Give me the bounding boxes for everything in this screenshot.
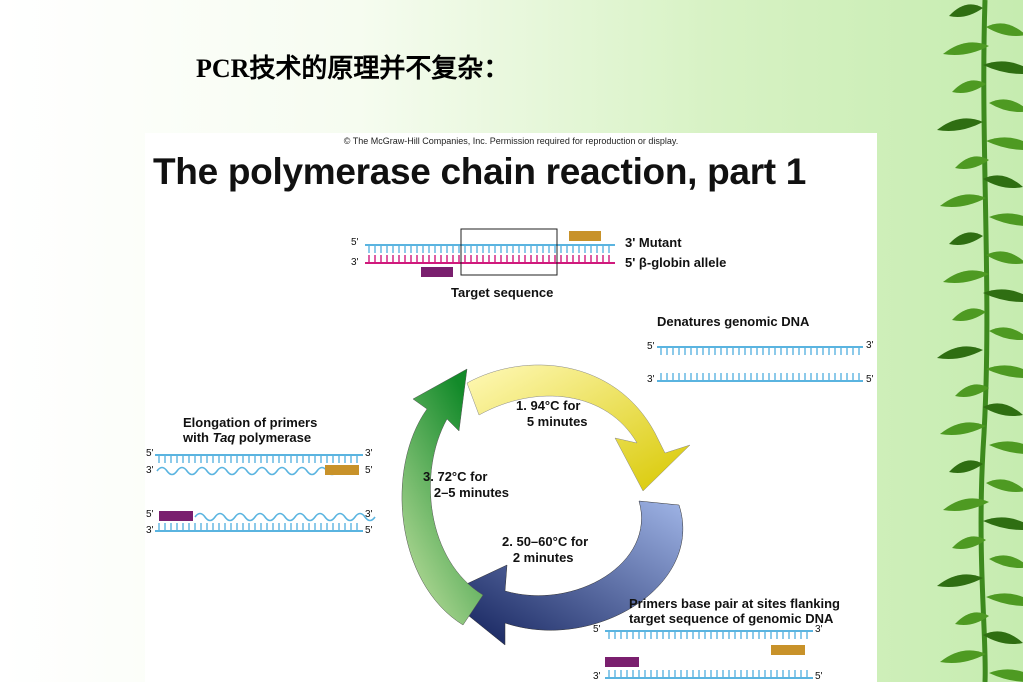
- bamboo-leaf: [986, 365, 1023, 378]
- bamboo-leaf: [943, 42, 989, 55]
- step-2-description: Primers base pair at sites flanking: [629, 596, 840, 611]
- bamboo-leaf: [937, 574, 983, 587]
- step-temp: 50–60°C for: [516, 534, 589, 549]
- bamboo-leaf: [937, 118, 983, 131]
- step-3-description: Elongation of primers: [183, 415, 318, 430]
- end-label: 3': [146, 525, 154, 536]
- target-sequence-label: Target sequence: [451, 285, 554, 300]
- end-label: 3': [593, 671, 601, 682]
- bamboo-leaf: [940, 650, 986, 663]
- end-label: 5': [593, 624, 601, 635]
- bamboo-leaf: [955, 384, 989, 397]
- end-label: 3': [146, 465, 154, 476]
- text: polymerase: [235, 430, 312, 445]
- bamboo-leaf: [986, 479, 1023, 492]
- step-temp: 72°C for: [437, 469, 488, 484]
- arrow-step-1: [466, 364, 691, 492]
- step-time: 2 minutes: [512, 550, 574, 565]
- end-label: 3': [815, 624, 823, 635]
- slide-title: PCR技术的原理并不复杂：: [196, 54, 510, 83]
- end-label: 5': [365, 525, 373, 536]
- bamboo-leaf: [940, 422, 986, 435]
- taq-text: Taq: [212, 430, 236, 445]
- figure-title: The polymerase chain reaction, part 1: [153, 151, 807, 192]
- arrow-step-2: [442, 500, 684, 646]
- bamboo-leaf: [943, 270, 989, 283]
- step-2-conditions: 2. 50–60°C for 2 minutes: [502, 534, 588, 566]
- step-time: 5 minutes: [526, 414, 588, 429]
- genomic-dna: [365, 228, 615, 277]
- arrow-step-3: [401, 368, 484, 626]
- bamboo-leaf: [989, 669, 1023, 682]
- step-1-conditions: 1. 94°C for 5 minutes: [516, 398, 588, 430]
- step-2-description-2: target sequence of genomic DNA: [629, 611, 834, 626]
- bamboo-leaf: [986, 251, 1023, 264]
- bamboo-leaf: [986, 137, 1023, 150]
- step-3-description-2: with Taq polymerase: [183, 430, 311, 446]
- bamboo-leaf: [983, 289, 1023, 302]
- end-label: 3': [647, 374, 655, 385]
- step-number: 1.: [516, 398, 527, 413]
- step-3-conditions: 3. 72°C for 2–5 minutes: [423, 469, 509, 501]
- pcr-figure: © The McGraw-Hill Companies, Inc. Permis…: [145, 133, 877, 682]
- bamboo-leaf: [952, 80, 986, 93]
- target-box: [460, 228, 558, 276]
- pcr-diagram: [155, 228, 863, 679]
- bamboo-leaf: [989, 555, 1023, 568]
- bamboo-leaf: [955, 156, 989, 169]
- end-label: 5': [365, 465, 373, 476]
- bamboo-stem: [978, 0, 990, 682]
- bamboo-leaf: [952, 308, 986, 321]
- elongation-dna: [155, 454, 376, 532]
- bamboo-leaf: [983, 61, 1023, 74]
- bamboo-leaf: [983, 175, 1023, 188]
- end-label: 3': [365, 448, 373, 459]
- bamboo-leaf: [989, 327, 1023, 340]
- allele-label: 5' β-globin allele: [625, 255, 727, 270]
- step-number: 3.: [423, 469, 434, 484]
- bamboo-leaf: [937, 346, 983, 359]
- bamboo-leaf: [983, 517, 1023, 530]
- end-label: 3': [351, 257, 359, 268]
- end-label: 5': [146, 448, 154, 459]
- end-label: 5': [866, 374, 874, 385]
- end-label: 3': [866, 340, 874, 351]
- bamboo-decoration: [937, 0, 1023, 682]
- bamboo-leaf: [983, 631, 1023, 644]
- bamboo-leaf: [955, 612, 989, 625]
- copyright-notice: © The McGraw-Hill Companies, Inc. Permis…: [343, 136, 679, 146]
- bamboo-leaf: [943, 498, 989, 511]
- bamboo-leaf: [949, 232, 983, 245]
- step-temp: 94°C for: [530, 398, 581, 413]
- text: with: [183, 430, 213, 445]
- bamboo-leaf: [949, 4, 983, 17]
- step-1-description: Denatures genomic DNA: [657, 314, 810, 329]
- end-label: 5': [647, 341, 655, 352]
- bamboo-leaf: [949, 460, 983, 473]
- step-time: 2–5 minutes: [433, 485, 509, 500]
- step-number: 2.: [502, 534, 513, 549]
- bamboo-leaf: [986, 23, 1023, 36]
- bamboo-leaf: [983, 403, 1023, 416]
- end-label: 3': [365, 509, 373, 520]
- bamboo-leaf: [989, 441, 1023, 454]
- primer-gold: [569, 231, 601, 241]
- denatured-dna: [657, 346, 863, 382]
- primer-annealing-dna: [605, 630, 813, 679]
- bamboo-leaf: [952, 536, 986, 549]
- mutant-label: 3' Mutant: [625, 235, 682, 250]
- end-label: 5': [815, 671, 823, 682]
- bamboo-leaf: [986, 593, 1023, 606]
- primer-purple: [421, 267, 453, 277]
- bamboo-leaf: [989, 99, 1023, 112]
- bamboo-leaf: [940, 194, 986, 207]
- end-label: 5': [351, 237, 359, 248]
- bamboo-leaf: [989, 213, 1023, 226]
- end-label: 5': [146, 509, 154, 520]
